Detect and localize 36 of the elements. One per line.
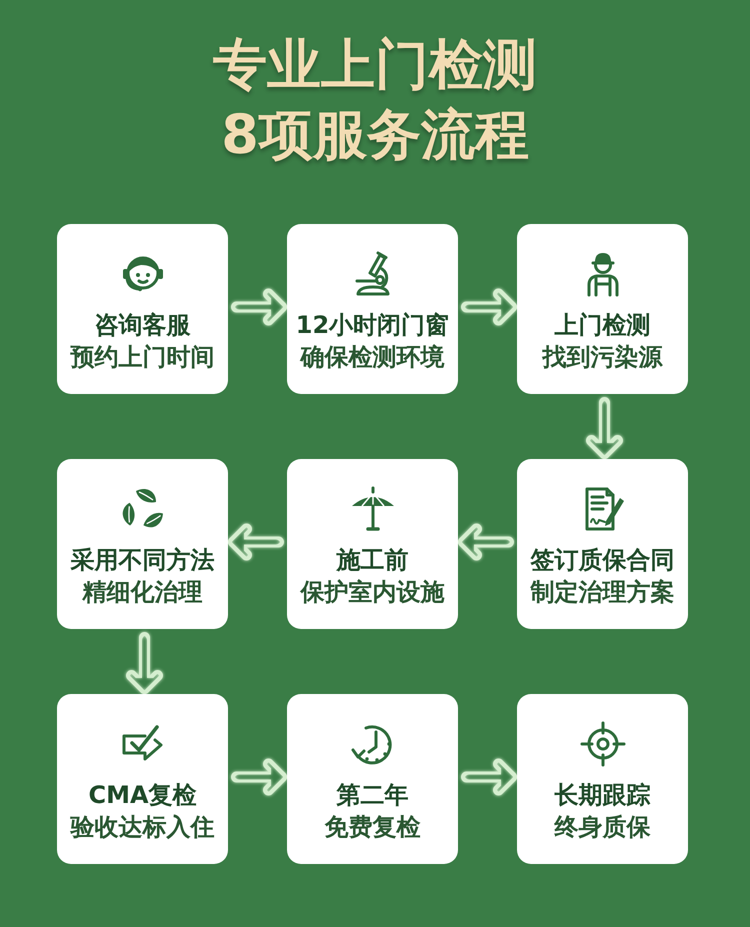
step-description: 免费复检 — [324, 812, 420, 842]
step-card — [517, 459, 688, 629]
step-heading: CMA复检 — [88, 780, 197, 810]
step-description: 找到污染源 — [542, 342, 662, 372]
step-card — [57, 224, 228, 394]
step-card — [287, 459, 458, 629]
step-heading: 第二年 — [336, 780, 408, 810]
step-heading: 长期跟踪 — [554, 780, 650, 810]
step-description: 制定治理方案 — [530, 577, 674, 607]
arrow — [231, 758, 287, 796]
step-card — [287, 224, 458, 394]
arrow — [461, 288, 517, 326]
arrow — [126, 632, 163, 694]
step-heading: 施工前 — [336, 545, 408, 575]
title: 专业上门检测8项服务流程 — [212, 32, 538, 168]
arrow — [231, 288, 287, 326]
arrow — [458, 524, 514, 560]
step-card — [517, 694, 688, 864]
step-description: 验收达标入住 — [70, 812, 214, 842]
arrow — [586, 397, 623, 459]
step-card — [57, 694, 228, 864]
step-card — [57, 459, 228, 629]
step-description: 精细化治理 — [82, 577, 202, 607]
step-description: 终身质保 — [554, 812, 650, 842]
step-description: 确保检测环境 — [300, 342, 444, 372]
step-description: 保护室内设施 — [300, 577, 444, 607]
step-heading: 上门检测 — [554, 310, 650, 340]
step-description: 预约上门时间 — [70, 342, 214, 372]
step-card — [287, 694, 458, 864]
step-heading: 12小时闭门窗 — [296, 310, 450, 340]
arrow — [461, 758, 517, 796]
step-card — [517, 224, 688, 394]
step-heading: 采用不同方法 — [70, 545, 214, 575]
step-heading: 签订质保合同 — [530, 545, 674, 575]
step-heading: 咨询客服 — [94, 310, 190, 340]
arrow — [228, 524, 284, 560]
